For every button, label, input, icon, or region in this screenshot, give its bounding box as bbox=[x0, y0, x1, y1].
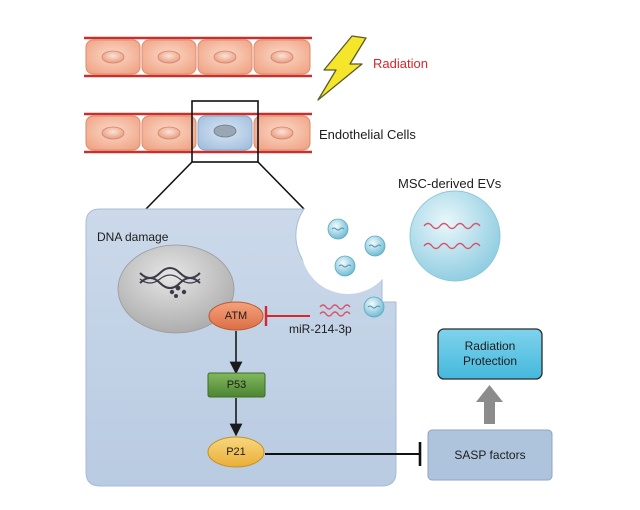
irradiated-cell bbox=[197, 115, 253, 151]
radiation-protection-line1: Radiation bbox=[464, 339, 516, 353]
ev-uptake-region bbox=[301, 200, 395, 294]
mirna-strand bbox=[319, 304, 351, 310]
dna-damage-label: DNA damage bbox=[97, 230, 169, 244]
endothelial-cell bbox=[141, 115, 197, 151]
sasp-factors-box bbox=[427, 429, 553, 481]
endothelial-cell bbox=[253, 115, 311, 151]
zoom-line-right bbox=[257, 161, 305, 210]
rna-strand bbox=[423, 222, 481, 230]
endothelial-cells-label: Endothelial Cells bbox=[319, 127, 416, 142]
endothelial-cell bbox=[141, 39, 197, 75]
mirna-strand bbox=[319, 311, 351, 317]
endothelial-cell bbox=[253, 39, 311, 75]
radiation-label: Radiation bbox=[373, 56, 428, 71]
msc-evs-label: MSC-derived EVs bbox=[398, 176, 502, 191]
small-ev bbox=[363, 296, 385, 318]
zoom-selection-box bbox=[191, 100, 259, 163]
endothelial-cell bbox=[85, 39, 141, 75]
atm-label: ATM bbox=[224, 310, 248, 322]
p21-node bbox=[207, 436, 265, 468]
mirna-label: miR-214-3p bbox=[289, 322, 352, 336]
arrow-sasp-protection bbox=[476, 385, 503, 424]
atm-node bbox=[208, 301, 264, 331]
mirna-inhibition bbox=[264, 306, 310, 326]
top-cell-row bbox=[84, 36, 312, 78]
p53-label: P53 bbox=[226, 379, 247, 391]
endothelial-cell bbox=[85, 115, 141, 151]
p53-node bbox=[207, 372, 266, 398]
bottom-cell-row bbox=[84, 100, 312, 163]
radiation-protection-box bbox=[437, 328, 543, 380]
radiation-protection-label: Radiation Protection bbox=[438, 329, 542, 379]
rna-strand bbox=[423, 242, 481, 250]
sasp-factors-label: SASP factors bbox=[454, 448, 526, 462]
p21-label: P21 bbox=[226, 446, 246, 458]
msc-ev-sphere bbox=[409, 190, 501, 282]
small-ev bbox=[327, 218, 349, 240]
dna-helix-icon bbox=[139, 267, 201, 298]
endothelial-cell bbox=[197, 39, 253, 75]
small-ev bbox=[364, 235, 386, 257]
p21-sasp-inhibition bbox=[265, 442, 422, 466]
radiation-protection-line2: Protection bbox=[462, 354, 518, 368]
lightning-icon bbox=[317, 35, 367, 101]
small-ev bbox=[334, 255, 356, 277]
zoom-line-left bbox=[145, 161, 193, 210]
